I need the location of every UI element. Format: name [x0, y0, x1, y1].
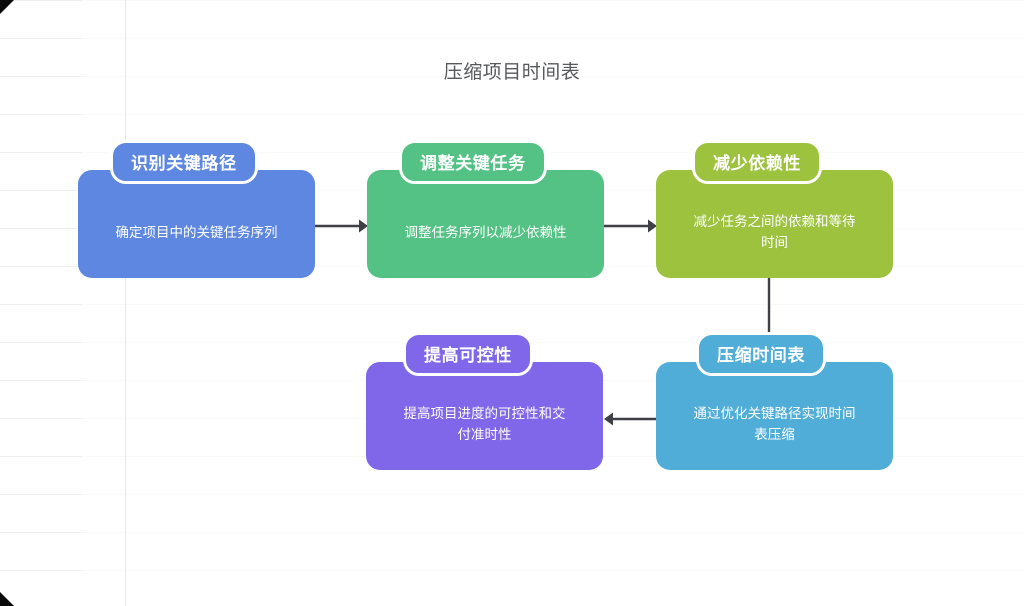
flow-node-adjust-critical-tasks[interactable]: 调整关键任务 调整任务序列以减少依赖性 [367, 140, 604, 278]
flow-node-improve-controllability[interactable]: 提高可控性 提高项目进度的可控性和交 付准时性 [366, 332, 603, 470]
arrow-right-icon-node0-node1 [315, 216, 369, 236]
flow-node-body-text: 调整任务序列以减少依赖性 [404, 224, 567, 240]
flow-node-badge: 识别关键路径 [110, 140, 258, 184]
flow-node-badge: 调整关键任务 [399, 140, 547, 184]
flow-node-identify-critical-path[interactable]: 识别关键路径 确定项目中的关键任务序列 [78, 140, 315, 278]
flow-node-body: 调整任务序列以减少依赖性 [367, 170, 604, 278]
flow-node-reduce-dependencies[interactable]: 减少依赖性 减少任务之间的依赖和等待 时间 [656, 140, 893, 278]
flow-node-body: 确定项目中的关键任务序列 [78, 170, 315, 278]
flow-node-body-text: 提高项目进度的可控性和交 付准时性 [403, 406, 566, 442]
flow-node-compress-schedule[interactable]: 压缩时间表 通过优化关键路径实现时间 表压缩 [656, 332, 893, 470]
flow-node-badge: 提高可控性 [403, 332, 533, 376]
page-title: 压缩项目时间表 [443, 62, 581, 83]
flow-node-body: 通过优化关键路径实现时间 表压缩 [656, 362, 893, 470]
page-corner-bottom-left [0, 592, 14, 606]
background-ruling-margin [0, 0, 82, 606]
flow-node-badge: 减少依赖性 [692, 140, 822, 184]
flow-node-body-text: 通过优化关键路径实现时间 表压缩 [693, 406, 856, 442]
page-corner-top-left [0, 0, 14, 14]
flow-node-body: 减少任务之间的依赖和等待 时间 [656, 170, 893, 278]
flow-node-body-text: 减少任务之间的依赖和等待 时间 [693, 214, 856, 250]
flow-node-badge: 压缩时间表 [696, 332, 826, 376]
arrow-right-icon-node1-node2 [604, 216, 658, 236]
flow-node-body-text: 确定项目中的关键任务序列 [115, 224, 278, 240]
flow-node-body: 提高项目进度的可控性和交 付准时性 [366, 362, 603, 470]
background-margin-line [125, 0, 126, 606]
arrow-left-icon-node3-node4 [603, 409, 657, 429]
